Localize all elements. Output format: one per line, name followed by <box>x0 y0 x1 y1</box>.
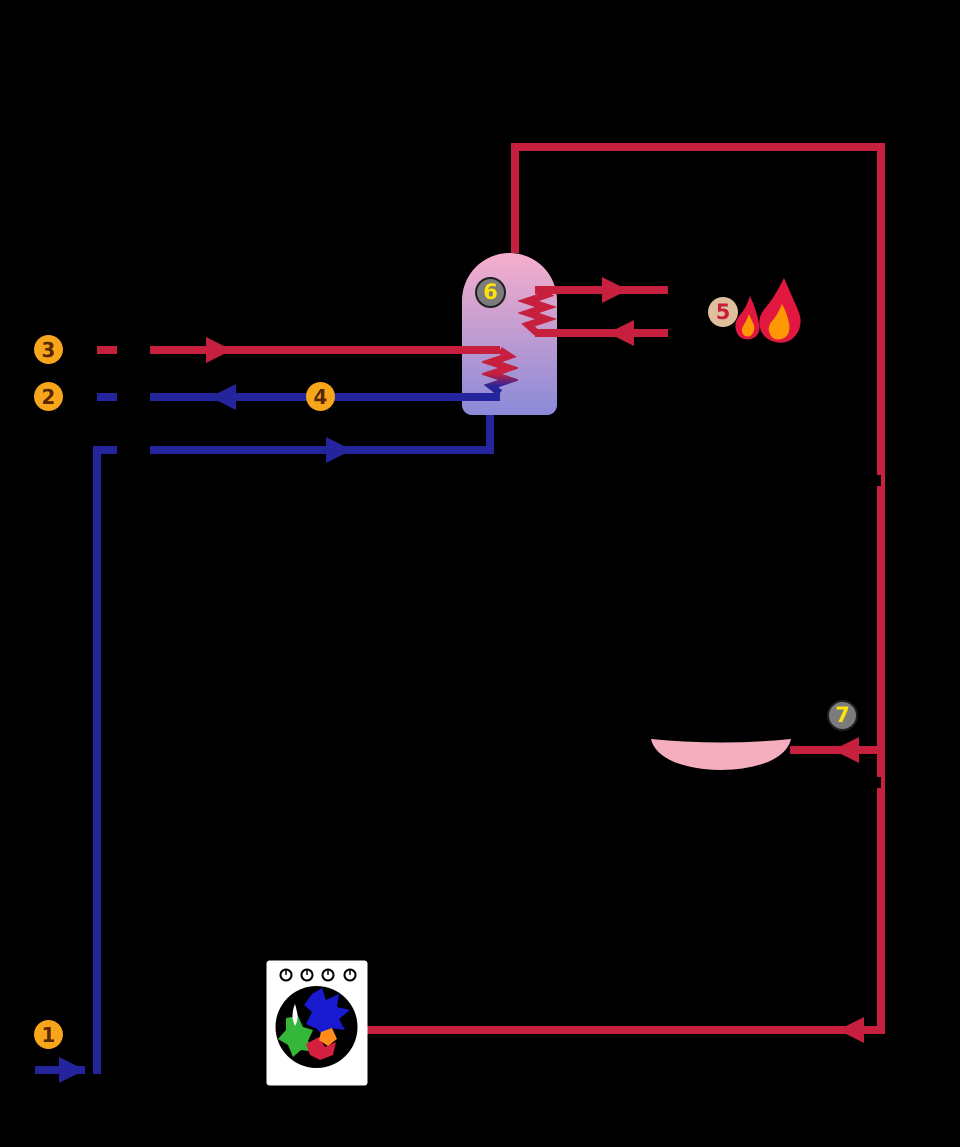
pipe-boiler-return <box>535 329 668 337</box>
sink-basin-icon <box>651 739 791 770</box>
pipe-cold-left-riser <box>93 446 101 1074</box>
marker-2: 2 <box>34 382 63 411</box>
arrow-boiler-return-left <box>608 320 634 346</box>
pipe-hot-washer-branch <box>365 1026 885 1034</box>
washing-machine-icon <box>266 960 368 1086</box>
arrow-washer-left <box>838 1017 864 1043</box>
marker-6: 6 <box>475 277 506 308</box>
pipe-cold-feed-stub <box>93 446 117 454</box>
secondary-heat-exchanger-coil <box>482 347 518 396</box>
pipe-junction-notch-upper <box>868 475 881 486</box>
arrow-mains-inlet-right <box>59 1057 85 1083</box>
pipe-junction-notch-lower <box>868 777 881 788</box>
pipe-hot-supply-stub <box>97 346 117 354</box>
flame-icon <box>735 278 801 343</box>
marker-5: 5 <box>708 297 738 327</box>
marker-7: 7 <box>827 700 858 731</box>
pipe-cold-return-stub <box>97 393 117 401</box>
marker-1: 1 <box>34 1020 63 1049</box>
boiler-heat-exchanger-coil <box>518 286 558 336</box>
washer-laundry <box>278 988 350 1060</box>
pipe-boiler-flow <box>535 286 668 294</box>
marker-3: 3 <box>34 335 63 364</box>
arrow-basin-left <box>833 737 859 763</box>
arrow-cold-feed-right <box>326 437 352 463</box>
pipe-cold-feed-line <box>150 446 494 454</box>
pipe-hot-tank-outlet <box>511 143 519 253</box>
arrow-boiler-flow-right <box>602 277 628 303</box>
washer-knobs <box>279 968 357 982</box>
arrow-cold-return-left <box>210 384 236 410</box>
marker-4: 4 <box>306 382 335 411</box>
pipe-hot-top-run <box>511 143 885 151</box>
arrow-hot-supply-right <box>206 337 232 363</box>
pipe-hot-right-riser <box>877 143 885 1034</box>
pipe-cold-tank-drop <box>486 415 494 454</box>
pipe-hot-supply-line <box>150 346 500 354</box>
